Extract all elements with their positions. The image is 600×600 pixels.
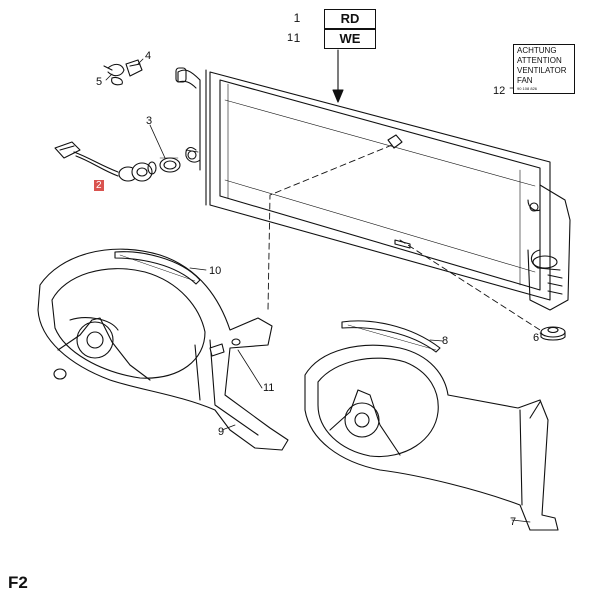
variant-code: RD bbox=[324, 9, 376, 29]
warning-label: ACHTUNG ATTENTION VENTILATOR FAN 90 108 … bbox=[513, 44, 575, 94]
variant-table: 1 RD 1 WE bbox=[282, 8, 376, 50]
callout-7: 7 bbox=[510, 516, 517, 528]
callout-leaders bbox=[105, 58, 546, 523]
radiator bbox=[175, 67, 571, 311]
label-part-number: 90 108 826 bbox=[517, 86, 538, 91]
warning-line: ATTENTION bbox=[517, 56, 562, 65]
callout-12: 12 bbox=[493, 85, 506, 97]
fan-switch-with-harness bbox=[54, 141, 157, 182]
alignment-leaders bbox=[267, 144, 541, 331]
sealing-ring bbox=[159, 157, 181, 173]
screw bbox=[209, 338, 241, 357]
variant-pointer-arrowhead bbox=[332, 89, 344, 103]
warning-line: FAN bbox=[517, 76, 533, 85]
fan-shroud-right bbox=[304, 344, 559, 531]
callout-3: 3 bbox=[146, 115, 153, 127]
shroud-seal-right bbox=[341, 320, 441, 353]
callout-4: 4 bbox=[145, 50, 152, 62]
fan-shroud-left bbox=[37, 248, 289, 451]
warning-line: ACHTUNG bbox=[517, 46, 557, 55]
variant-qty: 1 bbox=[293, 11, 301, 25]
callout-8: 8 bbox=[442, 335, 449, 347]
radiator-core-fins bbox=[224, 83, 536, 286]
grommet bbox=[540, 326, 566, 341]
variant-row: 1 RD bbox=[282, 8, 376, 29]
callout-5: 5 bbox=[96, 76, 103, 88]
callout-2: 2 bbox=[94, 180, 104, 191]
variant-qty: 1 bbox=[293, 31, 301, 45]
callout-11: 11 bbox=[263, 382, 275, 394]
variant-row: 1 WE bbox=[282, 28, 376, 49]
callout-10: 10 bbox=[209, 265, 222, 277]
mount bbox=[103, 63, 125, 86]
shroud-seal-upper bbox=[114, 251, 201, 285]
variant-code: WE bbox=[324, 29, 376, 49]
figure-code: F2 bbox=[8, 573, 28, 592]
callout-1: 1 bbox=[287, 32, 294, 44]
callout-9: 9 bbox=[218, 426, 225, 438]
callout-6: 6 bbox=[533, 332, 540, 344]
warning-line: VENTILATOR bbox=[517, 66, 567, 75]
